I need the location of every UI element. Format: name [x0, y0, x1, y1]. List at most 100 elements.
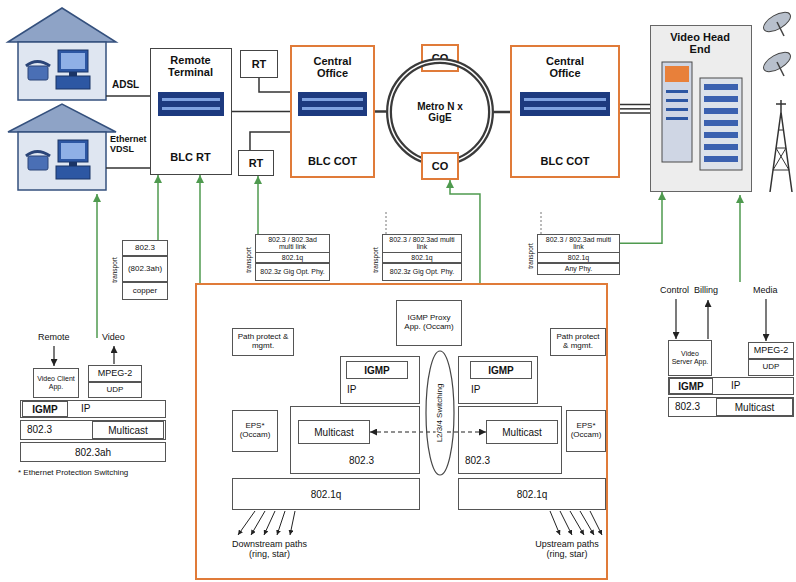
- tower-antenna: [780, 100, 782, 112]
- vdsl-line: [106, 167, 150, 169]
- rack-unit: [704, 96, 738, 102]
- node-text: Any Phy.: [565, 265, 593, 272]
- node-text: 802.3z Gig Opt. Phy.: [260, 268, 324, 275]
- link-connector: [259, 78, 290, 92]
- annotation-label: Billing: [694, 286, 718, 296]
- satellite-dish: [761, 48, 794, 75]
- tower-brace: [776, 148, 786, 149]
- ring-outline: [389, 61, 491, 163]
- node-text: Central Office: [300, 55, 365, 79]
- protocol-box: 802.3Multicast: [20, 420, 166, 440]
- path-arrow: [238, 511, 255, 535]
- annotation-label: * Ethernet Protection Switching: [18, 469, 128, 478]
- node-text: RT: [252, 58, 267, 70]
- phone-body: [28, 156, 48, 170]
- equipment-stripe: [162, 98, 220, 101]
- pointer-connector: [450, 180, 480, 283]
- node-text: UDP: [107, 386, 124, 395]
- signal-arrow: [675, 299, 676, 339]
- path-arrow: [264, 511, 275, 535]
- protocol-box: 802.1q: [232, 478, 420, 510]
- protocol-box: UDP: [748, 359, 794, 376]
- adsl-line: [106, 95, 150, 97]
- link-connector: [232, 111, 290, 113]
- equipment-bar: [158, 92, 224, 116]
- path-arrow: [290, 511, 295, 535]
- dish-mount: [777, 22, 784, 36]
- server-rack: [700, 78, 742, 170]
- node-text: IP: [731, 380, 761, 391]
- node-text: IP: [81, 403, 121, 414]
- node-text: EPS* (Occam): [235, 422, 275, 440]
- node-text: IP: [347, 384, 377, 395]
- link-connector: [250, 132, 290, 150]
- layer-label: transport: [372, 247, 379, 273]
- node-text: IGMP: [364, 365, 390, 376]
- node-text: L2/3/4 Switching: [436, 382, 445, 445]
- node-text: 802.3 / 802.3ad multi link: [542, 236, 615, 251]
- annotation-label: Control: [660, 286, 689, 296]
- radio-tower: [770, 112, 792, 192]
- office-box: Central OfficeBLC COT: [510, 45, 620, 178]
- signal-arrow: [113, 346, 114, 364]
- signal-arrow: [53, 346, 54, 366]
- office-box: Central OfficeBLC COT: [290, 45, 375, 178]
- protocol-box: Multicast: [716, 398, 793, 416]
- node-text: BLC RT: [151, 151, 230, 163]
- transport-layer: 802.1q: [255, 252, 330, 263]
- equipment-stripe: [524, 98, 606, 101]
- protocol-box: IPIGMP: [458, 356, 538, 404]
- transport-layer: 802.1q: [382, 252, 462, 263]
- annotation-label: Remote: [38, 333, 70, 343]
- node-text: EPS* (Occam): [568, 422, 604, 440]
- computer-base: [56, 76, 90, 89]
- node-text: Multicast: [502, 427, 541, 438]
- computer-stand: [69, 72, 77, 76]
- transport-layer: 802.3 / 802.3ad multi link: [382, 234, 462, 253]
- transport-layer: 802.3 / 802.3ad multi link: [537, 234, 620, 253]
- transport-layer: 802.1q: [537, 252, 620, 263]
- protocol-box: Video Client App.: [33, 368, 79, 398]
- rack-unit: [704, 144, 738, 150]
- computer-monitor: [58, 140, 88, 162]
- rack-unit: [704, 120, 738, 126]
- computer-screen: [61, 53, 85, 69]
- link-connector: [370, 431, 486, 432]
- protocol-box: Path protect & mgmt.: [232, 328, 294, 356]
- protocol-box: Path protect & mgmt.: [550, 328, 606, 356]
- trunk-line: [620, 104, 650, 106]
- rack-unit: [704, 132, 738, 138]
- rack-unit: [704, 108, 738, 114]
- protocol-box: 802.1q: [458, 478, 606, 510]
- server-tower: [662, 62, 692, 162]
- node-text: Multicast: [314, 427, 353, 438]
- phone-handset: [26, 152, 50, 157]
- equipment-stripe: [524, 107, 606, 110]
- protocol-box: IP IGMP: [340, 356, 420, 404]
- path-arrow: [550, 511, 560, 535]
- pointer-connector: [199, 175, 201, 283]
- pointer-arrow: [96, 194, 98, 338]
- protocol-box: 802.3Multicast: [458, 406, 562, 474]
- layer-label: transport: [245, 247, 252, 273]
- house-roof: [8, 104, 116, 132]
- protocol-box: IGMP: [346, 361, 408, 379]
- node-text: 802.1q: [517, 489, 548, 500]
- house-roof: [8, 8, 116, 42]
- signal-arrow: [707, 300, 708, 339]
- protocol-box: 802.3ah: [20, 442, 166, 462]
- node-text: Video Client App.: [35, 375, 77, 390]
- node-text: 802.3ah: [75, 447, 111, 458]
- metro-ring: Metro N x GigE: [386, 58, 494, 166]
- node-text: Metro N x GigE: [415, 101, 465, 123]
- layer-label: transport: [527, 243, 534, 269]
- transport-layer: 802.3 / 802.3ad multi link: [255, 234, 330, 253]
- annotation-label: ADSL: [112, 79, 139, 90]
- protocol-box: MPEG-2: [88, 365, 142, 382]
- node-text: Video Head End: [670, 31, 730, 55]
- equipment-stripe: [162, 107, 220, 110]
- node-text: 802.3 / 802.3ad multi link: [260, 236, 325, 251]
- node-text: MPEG-2: [754, 346, 789, 356]
- equipment-bar: [520, 92, 610, 116]
- protocol-box: MPEG-2: [748, 342, 794, 359]
